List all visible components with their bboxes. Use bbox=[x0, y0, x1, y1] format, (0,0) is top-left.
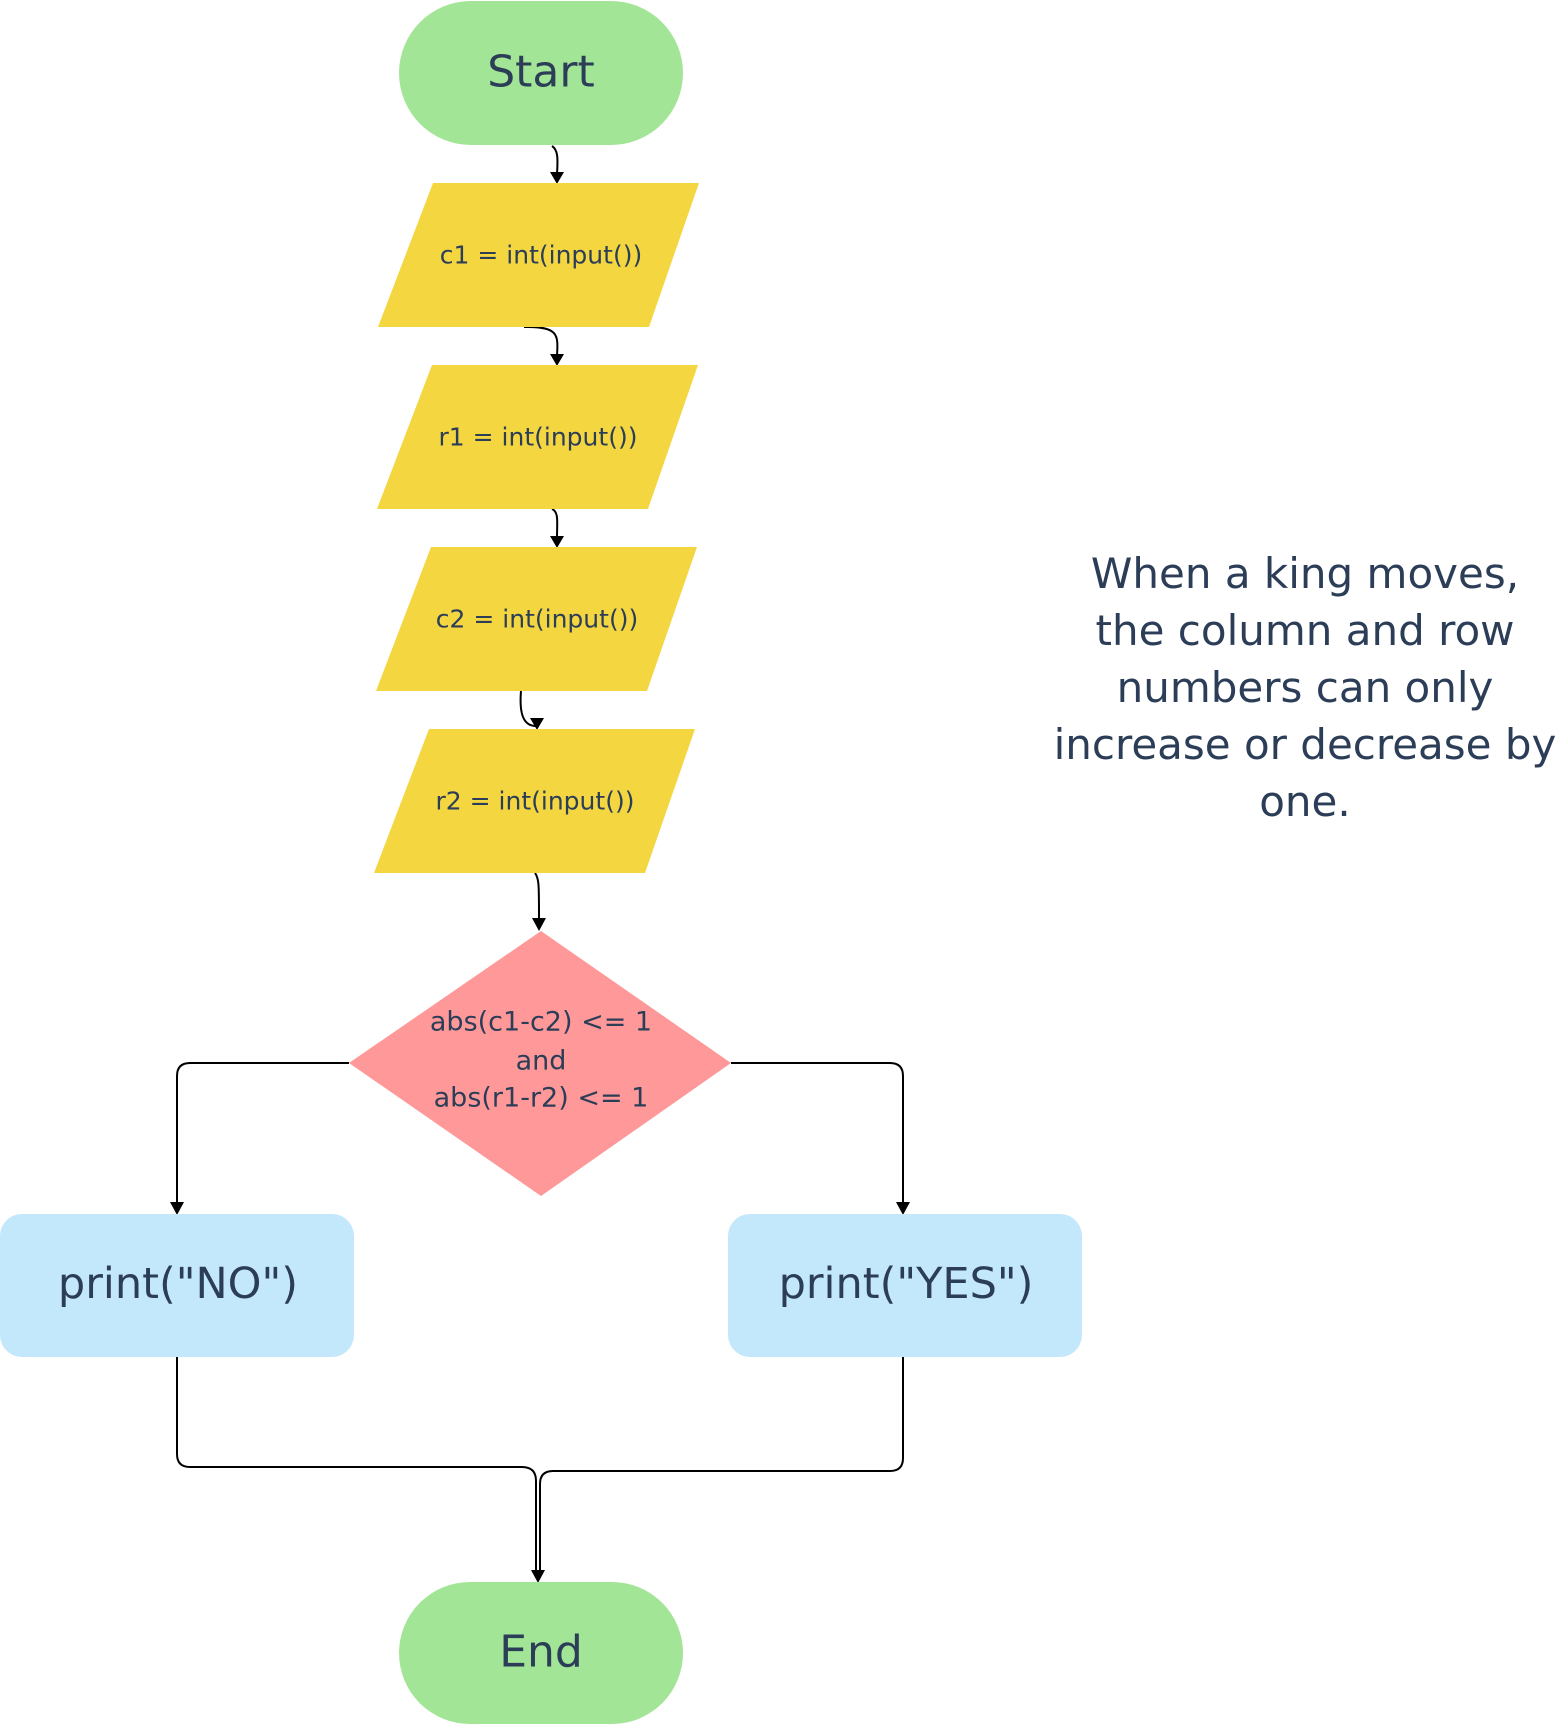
end-terminal: End bbox=[399, 1582, 683, 1724]
input-r2-shape bbox=[374, 729, 695, 873]
decision-line: and bbox=[516, 1046, 567, 1077]
arrowhead bbox=[550, 354, 564, 366]
decision-shape bbox=[349, 931, 731, 1196]
edge-c2-to-r2 bbox=[519, 690, 537, 727]
arrowhead bbox=[550, 172, 564, 184]
input-r2-label: r2 = int(input()) bbox=[436, 787, 635, 816]
explanation-note: When a king moves, the column and row nu… bbox=[1040, 545, 1566, 830]
note-line: When a king moves, bbox=[1090, 549, 1520, 598]
input-c1-label: c1 = int(input()) bbox=[440, 241, 642, 270]
end-shape bbox=[399, 1582, 683, 1724]
arrowhead bbox=[532, 918, 546, 931]
edge-no-to-end bbox=[176, 1357, 537, 1572]
decision-diamond: abs(c1-c2) <= 1 and abs(r1-r2) <= 1 bbox=[349, 931, 731, 1196]
note-line: increase or decrease by bbox=[1053, 720, 1557, 769]
input-r2: r2 = int(input()) bbox=[374, 729, 695, 873]
edges bbox=[170, 145, 910, 1583]
edge-r1-to-c2 bbox=[551, 508, 559, 539]
input-c2: c2 = int(input()) bbox=[376, 547, 697, 691]
edge-start-to-c1 bbox=[551, 145, 559, 175]
decision-line: abs(c1-c2) <= 1 bbox=[430, 1007, 652, 1038]
decision-line: abs(r1-r2) <= 1 bbox=[434, 1083, 649, 1114]
end-label: End bbox=[499, 1627, 583, 1678]
start-label: Start bbox=[487, 47, 595, 98]
print-yes-label: print("YES") bbox=[779, 1259, 1034, 1309]
edge-decision-to-yes bbox=[731, 1062, 904, 1202]
print-no-shape bbox=[0, 1214, 354, 1357]
print-yes-shape bbox=[728, 1214, 1082, 1357]
note-line: one. bbox=[1259, 777, 1351, 826]
input-c1: c1 = int(input()) bbox=[378, 183, 699, 327]
process-print-no: print("NO") bbox=[0, 1214, 354, 1357]
note-line: the column and row bbox=[1095, 606, 1515, 655]
note-line: numbers can only bbox=[1116, 663, 1494, 712]
edge-yes-to-end bbox=[539, 1357, 904, 1572]
edge-r2-to-decision bbox=[534, 872, 540, 919]
input-r1: r1 = int(input()) bbox=[377, 365, 698, 509]
arrowhead bbox=[170, 1202, 184, 1215]
print-no-label: print("NO") bbox=[58, 1259, 298, 1309]
input-c2-label: c2 = int(input()) bbox=[436, 605, 638, 634]
arrowhead bbox=[550, 536, 564, 548]
input-c2-shape bbox=[376, 547, 697, 691]
edge-decision-to-no bbox=[176, 1062, 349, 1202]
edge-c1-to-r1 bbox=[523, 325, 559, 357]
arrowhead bbox=[896, 1202, 910, 1215]
start-shape bbox=[399, 1, 683, 145]
process-print-yes: print("YES") bbox=[728, 1214, 1082, 1357]
start-terminal: Start bbox=[399, 1, 683, 145]
input-r1-shape bbox=[377, 365, 698, 509]
arrowhead bbox=[531, 1570, 545, 1583]
input-c1-shape bbox=[378, 183, 699, 327]
input-r1-label: r1 = int(input()) bbox=[439, 423, 638, 452]
arrowhead bbox=[530, 718, 544, 730]
